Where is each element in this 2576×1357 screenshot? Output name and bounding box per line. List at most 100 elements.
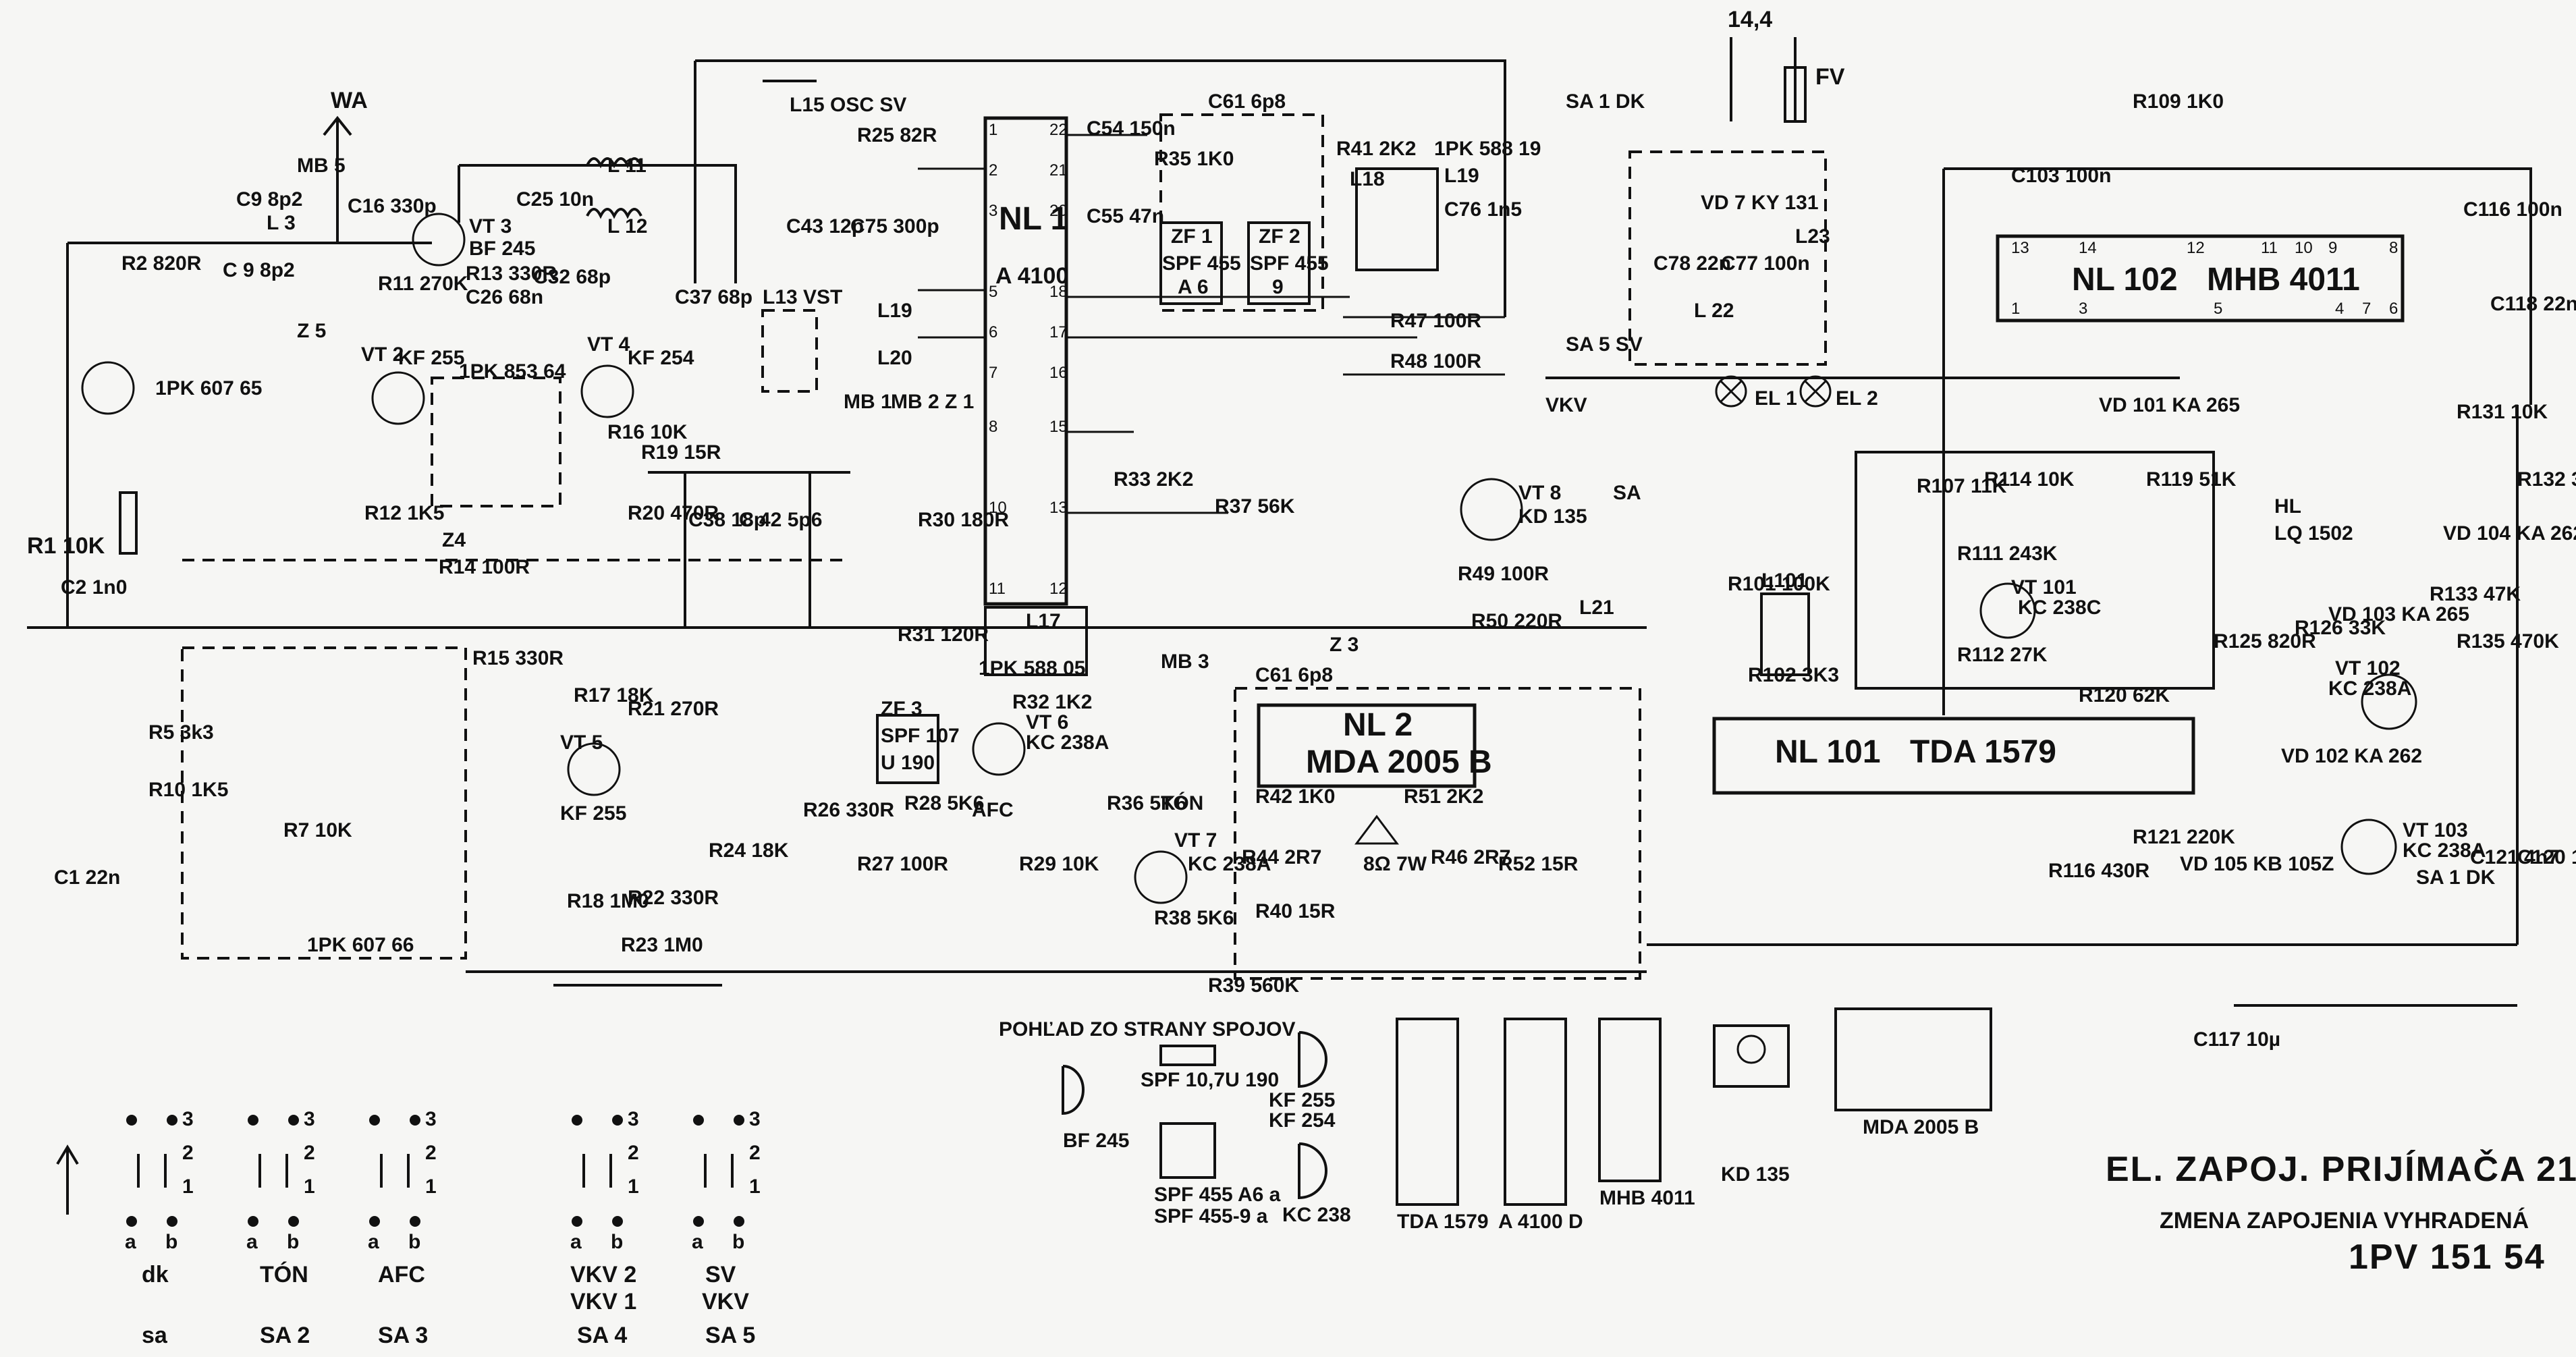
zf2-sub: 9: [1272, 276, 1284, 298]
zf1-ref: ZF 1: [1171, 225, 1213, 248]
nl1-type: A 4100: [995, 263, 1068, 289]
svg-text:3: 3: [425, 1108, 437, 1130]
svg-text:1: 1: [2011, 300, 2020, 318]
ic-nl2: NL 2 MDA 2005 B C61 6p8 R42 1K0 R51 2K2 …: [1107, 634, 1641, 997]
svg-text:4: 4: [2335, 300, 2344, 318]
vt3-type: BF 245: [469, 238, 535, 260]
r47-label: R47 100R: [1390, 310, 1481, 332]
svg-text:6: 6: [989, 323, 997, 341]
c103-label: C103 100n: [2011, 165, 2111, 187]
r41-label: R41 2K2: [1336, 138, 1416, 160]
r1-label: R1 10K: [27, 533, 105, 559]
switch-legend: 3 2 1 a b dk sa 3 2 1 a b TÓN SA 2 3 2 1: [56, 1108, 761, 1348]
r121-label: R121 220K: [2133, 826, 2235, 848]
r44-label: R44 2R7: [1242, 846, 1321, 868]
ic-nl1-body: [983, 116, 1068, 606]
svg-text:b: b: [732, 1231, 744, 1253]
transistor-vt101: [1979, 582, 2036, 639]
pkg-kc238-label: KC 238: [1282, 1204, 1351, 1226]
r33-label: R33 2K2: [1114, 468, 1193, 491]
svg-text:2: 2: [989, 161, 997, 179]
vt103-type: KC 238A: [2403, 839, 2486, 862]
svg-text:3: 3: [2079, 300, 2087, 318]
r50-label: R50 220R: [1471, 610, 1562, 632]
svg-text:L 22: L 22: [1694, 300, 1734, 322]
r38-label: R38 5K6: [1154, 907, 1234, 929]
transistor-vt7: [1134, 850, 1188, 904]
r10-label: R10 1K5: [148, 779, 228, 801]
sa1-top-label: SA 1 DK: [1566, 90, 1645, 113]
transistor-input: [81, 361, 135, 415]
svg-text:2: 2: [425, 1142, 437, 1164]
switch-sv-group: SA 5: [705, 1323, 755, 1348]
coil-1pk60766: 1PK 607 66: [307, 934, 414, 956]
pkg-spf107: [1159, 1045, 1216, 1066]
c26-label: C26 68n: [466, 286, 543, 308]
svg-text:a: a: [692, 1231, 703, 1253]
nl101-periph-box: [1855, 451, 2215, 690]
svg-text:3: 3: [989, 202, 997, 220]
supply-filter-box: [1628, 150, 1827, 366]
svg-text:7: 7: [2362, 300, 2371, 318]
svg-text:C 42 5p6: C 42 5p6: [739, 509, 822, 531]
r37-label: R37 56K: [1215, 495, 1295, 518]
vt5-type: KF 255: [560, 802, 626, 825]
r133-label: R133 47K: [2430, 583, 2521, 605]
svg-text:3: 3: [628, 1108, 639, 1130]
transistor-vt5: [567, 742, 621, 796]
r42-label: R42 1K0: [1255, 785, 1335, 808]
vd103-label: VD 103 KA 265: [2328, 603, 2469, 626]
svg-text:1: 1: [425, 1175, 437, 1198]
r18-label: R18 1M0: [567, 890, 649, 912]
svg-text:a: a: [368, 1231, 379, 1253]
ic-nl2-body: [1257, 703, 1477, 788]
r25-label: R25 82R: [857, 124, 937, 146]
pkg-spf107-label: SPF 10,7U 190: [1141, 1069, 1279, 1091]
vt101-type: KC 238C: [2018, 597, 2101, 619]
switch-vkv-sub: VKV 1: [570, 1289, 636, 1314]
l20-label: L20: [877, 347, 912, 369]
el2-label: EL 2: [1836, 387, 1878, 410]
pkg-kd135: [1713, 1024, 1790, 1088]
l13-box: [761, 309, 818, 393]
am-section: 1PK 607 66 R5 3k3 R10 1K5 R7 10K C1 22n …: [54, 646, 1647, 987]
switch-afc: 3 2 1 a b AFC SA 3: [368, 1108, 437, 1348]
pkg-spf455: [1159, 1122, 1216, 1179]
pkg-kf255: [1298, 1031, 1327, 1088]
title-line2: ZMENA ZAPOJENIA VYHRADENÁ: [2160, 1208, 2529, 1234]
r109-label: R109 1K0: [2133, 90, 2224, 113]
c121-label: C121 4n7: [2470, 846, 2559, 868]
nl1-name: NL 1: [999, 201, 1068, 237]
r21-label: R21 270R: [628, 698, 719, 720]
filter-zf2: [1247, 221, 1311, 305]
svg-text:20: 20: [1049, 202, 1068, 220]
r27-label: R27 100R: [857, 853, 948, 875]
svg-text:16: 16: [1049, 364, 1068, 382]
pkg-kf255-label: KF 255: [1269, 1089, 1335, 1111]
mb3-label: MB 3: [1161, 650, 1209, 673]
transistor-vt3: [412, 213, 466, 267]
svg-text:1: 1: [989, 121, 997, 139]
pkg-tda1579: [1396, 1018, 1459, 1206]
r26-label: R26 330R: [803, 799, 894, 821]
c37-label: C37 68p: [675, 286, 752, 308]
svg-text:VT 5: VT 5: [560, 731, 603, 754]
c77-label: C77 100n: [1721, 252, 1810, 275]
filter-zf3: [876, 714, 939, 784]
svg-text:9: 9: [2328, 239, 2337, 257]
transistor-vt8: [1460, 478, 1523, 541]
svg-text:15: 15: [1049, 418, 1068, 436]
svg-text:b: b: [287, 1231, 299, 1253]
r32-label: R32 1K2: [1012, 691, 1092, 713]
z1-label: Z 1: [945, 391, 974, 413]
coil-l101: [1760, 592, 1810, 676]
c1-label: C1 22n: [54, 866, 120, 889]
l18-label: L19: [1444, 165, 1479, 187]
lq-label: LQ 1502: [2274, 522, 2353, 545]
switch-ton: 3 2 1 a b TÓN SA 2: [246, 1108, 315, 1348]
nl101-name: NL 101: [1775, 734, 1881, 770]
svg-text:18: 18: [1049, 283, 1068, 301]
l13-label: L13 VST: [763, 286, 842, 308]
svg-text:b: b: [165, 1231, 177, 1253]
svg-text:17: 17: [1049, 323, 1068, 341]
